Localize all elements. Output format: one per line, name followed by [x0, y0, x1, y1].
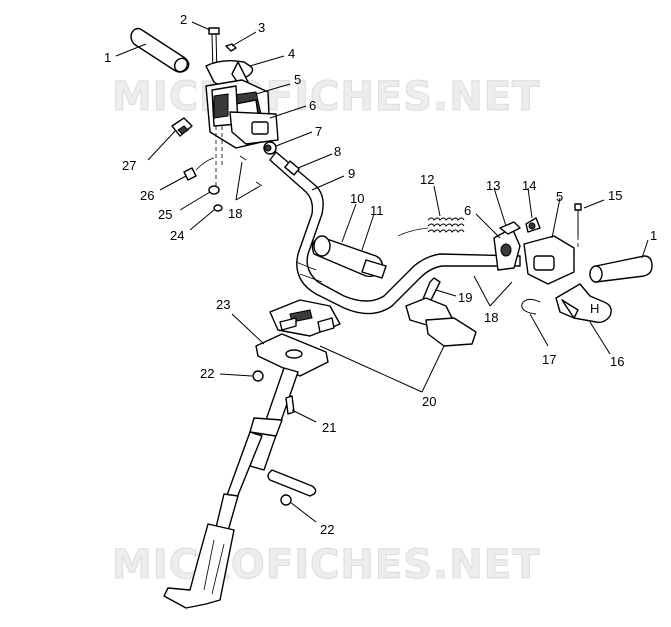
watermark-bottom: MICROFICHES.NET	[112, 542, 540, 588]
crossbar-pad-10	[311, 235, 387, 279]
nut-22-upper	[252, 370, 264, 382]
callout-2: 2	[180, 12, 187, 27]
callout-6: 6	[309, 98, 316, 113]
callout-18: 18	[228, 206, 242, 221]
callout-23: 23	[216, 297, 230, 312]
callout-22: 22	[200, 366, 214, 381]
mount-plate-23	[255, 333, 329, 377]
callout-20: 20	[422, 394, 436, 409]
callout-labels: 1 2 3 4 5 6 7 8 9 10 11 12 13 14 5 15 1 …	[104, 12, 657, 537]
callout-5-right: 5	[556, 189, 563, 204]
cap-14	[525, 217, 541, 233]
pin-and-nut-22-lower	[267, 469, 317, 506]
callout-1: 1	[104, 50, 111, 65]
part-24	[213, 204, 223, 212]
watermark-top: MICROFICHES.NET	[112, 74, 540, 120]
callout-14: 14	[522, 178, 536, 193]
right-grip	[589, 255, 653, 283]
part-25	[208, 185, 220, 195]
callout-19: 19	[458, 290, 472, 305]
callout-7: 7	[315, 124, 322, 139]
callout-24: 24	[170, 228, 184, 243]
throttle-spring-12	[397, 217, 465, 237]
callout-9: 9	[348, 166, 355, 181]
clamp-8	[284, 160, 300, 176]
screw-15	[574, 203, 582, 236]
small-parts-left	[171, 117, 263, 212]
clip-17	[521, 298, 541, 315]
callout-5: 5	[294, 72, 301, 87]
callout-8: 8	[334, 144, 341, 159]
callout-16: 16	[610, 354, 624, 369]
callout-6-right: 6	[464, 203, 471, 218]
callout-21: 21	[322, 420, 336, 435]
callout-26: 26	[140, 188, 154, 203]
callout-22-lower: 22	[320, 522, 334, 537]
leader-lines	[115, 21, 649, 523]
callout-18-right: 18	[484, 310, 498, 325]
callout-17: 17	[542, 352, 556, 367]
steering-column	[163, 367, 299, 609]
callout-27: 27	[122, 158, 136, 173]
clamp-cap-left	[269, 299, 341, 337]
nut-3	[225, 43, 237, 52]
control-housing-left	[205, 79, 279, 149]
callout-15: 15	[608, 188, 622, 203]
part-13	[499, 221, 521, 235]
control-housing-right	[493, 227, 575, 285]
callout-4: 4	[288, 46, 295, 61]
bolt-21	[285, 395, 295, 415]
throttle-lever-16: H	[555, 283, 612, 324]
callout-13: 13	[486, 178, 500, 193]
left-grip	[130, 27, 190, 73]
callout-11: 11	[370, 203, 384, 218]
bushing-7	[263, 141, 277, 155]
callout-10: 10	[350, 191, 364, 206]
svg-text:H: H	[590, 301, 599, 316]
callout-25: 25	[158, 207, 172, 222]
part-26	[183, 167, 197, 181]
clamp-cap-right	[405, 297, 477, 347]
callout-1-right: 1	[650, 228, 657, 243]
callout-12: 12	[420, 172, 434, 187]
callout-3: 3	[258, 20, 265, 35]
handlebar-9	[269, 151, 521, 315]
